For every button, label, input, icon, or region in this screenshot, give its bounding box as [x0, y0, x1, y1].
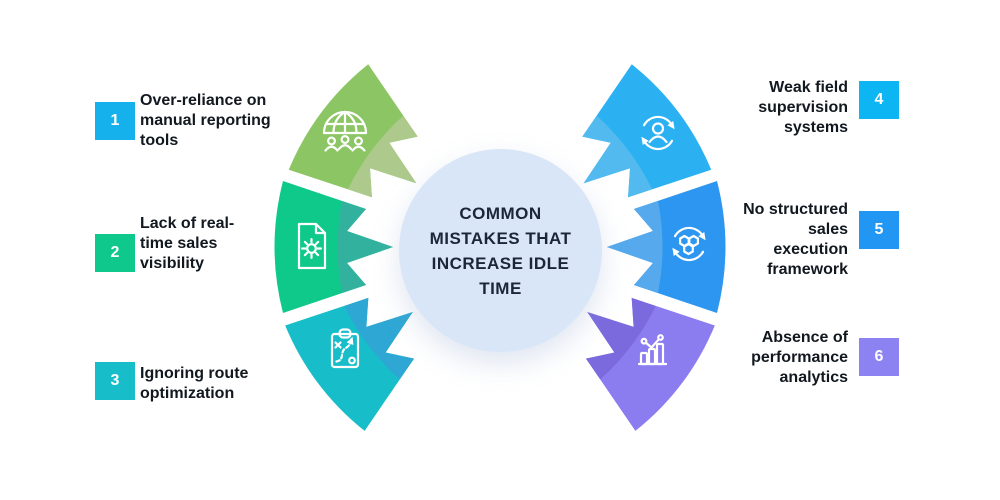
- center-title-circle: COMMON MISTAKES THAT INCREASE IDLE TIME: [399, 149, 602, 352]
- item-3-badge: 3: [95, 362, 135, 400]
- item-6-label: Absence of performance analytics: [751, 329, 848, 386]
- item-3-label: Ignoring route optimization: [140, 365, 249, 402]
- item-4-label: Weak field supervision systems: [758, 79, 848, 136]
- item-4-badge: 4: [859, 81, 899, 119]
- item-2-badge: 2: [95, 234, 135, 272]
- strategy-clipboard-icon: [330, 328, 360, 369]
- center-title: COMMON MISTAKES THAT INCREASE IDLE TIME: [429, 203, 572, 298]
- document-gear-icon: [297, 222, 327, 270]
- petal-2: [274, 181, 393, 313]
- petal-5: [607, 181, 726, 313]
- user-sync-icon: [638, 115, 678, 151]
- analytics-icon: [637, 334, 668, 366]
- item-6-badge: 6: [859, 338, 899, 376]
- process-sync-icon: [669, 226, 709, 262]
- item-5-badge: 5: [859, 211, 899, 249]
- item-5-label: No structured sales execution framework: [743, 201, 848, 278]
- item-1-badge: 1: [95, 102, 135, 140]
- item-2-label: Lack of real-time sales visibility: [140, 215, 235, 272]
- globe-team-icon: [322, 110, 368, 152]
- item-1-label: Over-reliance on manual reporting tools: [140, 92, 271, 149]
